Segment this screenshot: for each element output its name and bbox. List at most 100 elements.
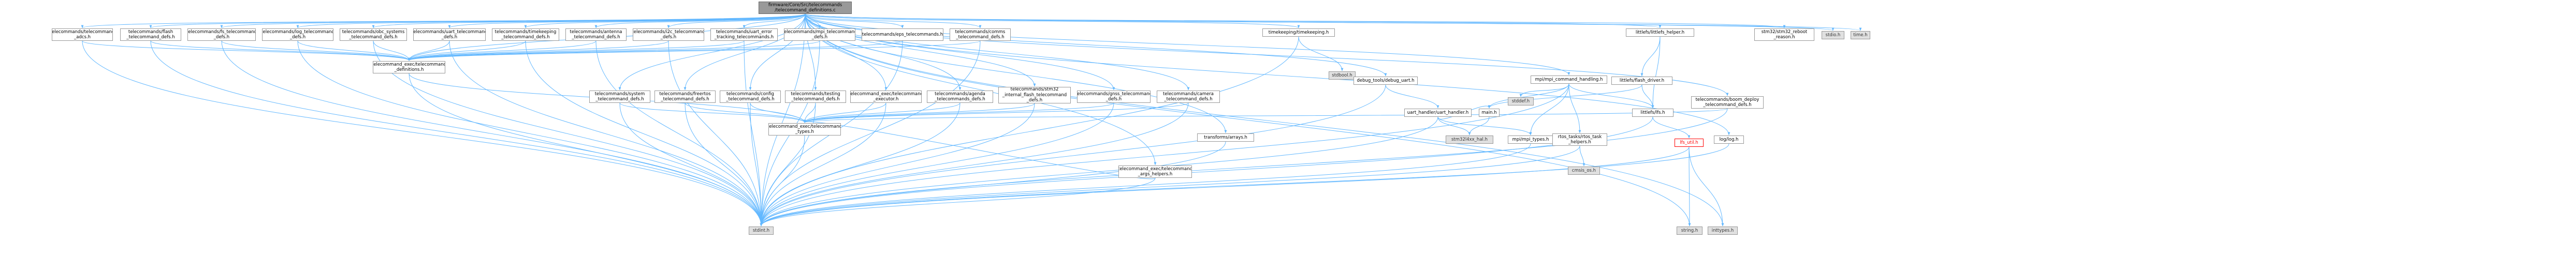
node-stdio-h[interactable]: stdio.h <box>1822 31 1844 39</box>
node-telecommands-mpi-telecommand-defs-h[interactable]: telecommands/mpi_telecommand _defs.h <box>784 28 855 41</box>
edge-uart_handler-to-mpi_types <box>1437 116 1532 135</box>
edge-camera-to-types <box>803 102 1189 123</box>
node-telecommands-stm32-internal-flash-telecommand-defs-h[interactable]: telecommands/stm32 _internal_flash_telec… <box>998 87 1071 103</box>
edge-debug_uart-to-uart_handler <box>1385 84 1439 109</box>
edge-exec_defs-to-stdint <box>409 73 763 227</box>
edge-root-to-timekeeping <box>805 13 1300 28</box>
edge-lfs-to-lfs_util <box>1652 116 1691 139</box>
edge-antenna-to-stdint <box>595 40 763 227</box>
edge-timekeeping-to-stdint <box>760 36 1299 227</box>
node-telecommands-camera-telecommand-defs-h[interactable]: telecommands/camera _telecommand_defs.h <box>1157 91 1220 103</box>
node-telecommands-obc-systems-telecommand-defs-h[interactable]: telecommands/obc_systems _telecommand_de… <box>340 28 407 41</box>
node-main-h[interactable]: main.h <box>1479 109 1500 117</box>
edge-rtos-to-cmsis <box>1579 145 1585 167</box>
node-stddef-h[interactable]: stddef.h <box>1508 97 1534 106</box>
edge-args-to-stdint <box>760 177 1156 227</box>
node-mpi-mpi-command-handling-h[interactable]: mpi/mpi_command_handling.h <box>1531 76 1607 84</box>
edge-uart_handler-to-stdint <box>760 116 1438 227</box>
edge-root-to-uart_tc <box>448 13 806 28</box>
edge-fs-to-exec_defs <box>221 40 411 61</box>
node-telecommands-fs-telecommand-defs-h[interactable]: telecommands/fs_telecommand _defs.h <box>187 28 256 41</box>
node-string-h[interactable]: string.h <box>1677 227 1702 235</box>
edge-root-to-inttypes <box>805 13 1724 227</box>
node-littlefs-lfs-h[interactable]: littlefs/lfs.h <box>1632 109 1673 117</box>
edge-root-to-eps <box>805 13 904 28</box>
edge-gnss-to-types <box>803 102 1114 123</box>
edge-freertos-to-stdint <box>685 102 763 227</box>
node-telecommand-exec-telecommand-executor-h[interactable]: telecommand_exec/telecommand _executor.h <box>850 91 922 103</box>
edge-mpi_tc-to-exec_defs <box>407 40 820 61</box>
node-telecommand-exec-telecommand-args-helpers-h[interactable]: telecommand_exec/telecommand _args_helpe… <box>1118 165 1192 178</box>
node-telecommands-telecommand-adcs-h[interactable]: telecommands/telecommand _adcs.h <box>52 28 113 41</box>
node-telecommands-antenna-telecommand-defs-h[interactable]: telecommands/antenna _telecommand_defs.h <box>565 28 627 41</box>
edge-root-to-camera <box>805 13 1190 91</box>
edge-flash-to-exec_defs <box>150 40 411 61</box>
node-telecommands-comms-telecommand-defs-h[interactable]: telecommands/comms _telecommand_defs.h <box>950 28 1011 41</box>
node-time-h[interactable]: time.h <box>1851 31 1870 39</box>
node-telecommands-config-telecommand-defs-h[interactable]: telecommands/config _telecommand_defs.h <box>720 91 781 103</box>
edge-mpi_types-to-stdint <box>760 143 1531 227</box>
edge-log-to-stdint <box>297 40 763 227</box>
node-lfs-util-h[interactable]: lfs_util.h <box>1675 139 1704 147</box>
node-telecommands-testing-telecommand-defs-h[interactable]: telecommands/testing _telecommand_defs.h <box>785 91 846 103</box>
edge-uart_tc-to-stdint <box>449 40 763 227</box>
node-stdint-h[interactable]: stdint.h <box>749 227 774 235</box>
edge-root-to-timekeep_tc <box>524 13 806 28</box>
node-stm32l4xx-hal-h[interactable]: stm32l4xx_hal.h <box>1446 135 1493 144</box>
edge-i2c-to-stdint <box>668 40 763 227</box>
edge-types-to-stdint <box>760 135 805 227</box>
edge-main-to-stm32hal <box>1468 116 1490 135</box>
node-littlefs-flash-driver-h[interactable]: littlefs/flash_driver.h <box>1611 77 1672 85</box>
node-telecommands-gnss-telecommand-defs-h[interactable]: telecommands/gnss_telecommand _defs.h <box>1077 91 1151 103</box>
node-telecommands-boom-deploy-telecommand-defs-h[interactable]: telecommands/boom_deploy _telecommand_de… <box>1691 96 1764 109</box>
edge-agenda-to-stdint <box>760 102 960 227</box>
edge-boom-to-stdint <box>760 108 1728 227</box>
node-uart-handler-uart-handler-h[interactable]: uart_handler/uart_handler.h <box>1404 109 1472 117</box>
edge-system-to-stdint <box>619 102 763 227</box>
edge-root-to-mpi_cmd <box>805 13 1570 76</box>
node-transforms-arrays-h[interactable]: transforms/arrays.h <box>1197 133 1254 142</box>
edge-root-to-stdint <box>760 13 806 227</box>
edge-root-to-config <box>749 13 806 91</box>
node-telecommands-uart-error-tracking-telecommands-h[interactable]: telecommands/uart_error _tracking_teleco… <box>710 28 778 41</box>
node-littlefs-littlefs-helper-h[interactable]: littlefs/littlefs_helper.h <box>1626 28 1694 37</box>
node-debug-tools-debug-uart-h[interactable]: debug_tools/debug_uart.h <box>1354 77 1418 85</box>
node-timekeeping-timekeeping-h[interactable]: timekeeping/timekeeping.h <box>1262 28 1335 37</box>
edge-antenna-to-exec_defs <box>407 40 596 61</box>
edge-root-to-debug_uart <box>805 13 1387 77</box>
edge-timekeeping-to-stdbool <box>1298 36 1344 71</box>
node-mpi-mpi-types-h[interactable]: mpi/mpi_types.h <box>1508 135 1553 144</box>
node-telecommands-freertos-telecommand-defs-h[interactable]: telecommands/freertos _telecommand_defs.… <box>654 91 716 103</box>
edge-littlefs_helper-to-flash_driver <box>1640 36 1661 77</box>
edge-log_h-to-stdint <box>760 143 1729 227</box>
edge-root-to-obc <box>372 13 806 28</box>
node-telecommands-agenda-telecommands-defs-h[interactable]: telecommands/agenda _telecommands_defs.h <box>927 91 993 103</box>
edge-root-to-comms <box>805 13 982 28</box>
edge-lfs_util-to-inttypes <box>1689 146 1724 227</box>
edge-gnss-to-stdint <box>760 102 1114 227</box>
edge-mpi_cmd-to-stdint <box>760 83 1569 227</box>
edge-mpi_cmd-to-rtos <box>1568 83 1581 133</box>
node-inttypes-h[interactable]: inttypes.h <box>1708 227 1738 235</box>
node-stdbool-h[interactable]: stdbool.h <box>1329 71 1356 80</box>
node-log-log-h[interactable]: log/log.h <box>1714 135 1744 144</box>
edge-adcs-to-exec_defs <box>82 40 411 61</box>
node-telecommands-system-telecommand-defs-h[interactable]: telecommands/system _telecommand_defs.h <box>589 91 650 103</box>
node-telecommands-eps-telecommands-h[interactable]: telecommands/eps_telecommands.h <box>862 28 943 41</box>
node-telecommand-exec-telecommand-types-h[interactable]: telecommand_exec/telecommand _types.h <box>768 123 841 135</box>
edge-adcs-to-stdint <box>82 40 763 227</box>
root-node-firmware-core-src-telecommands-telecommand-definitions-c: firmware/Core/Src/telecommands /telecomm… <box>759 2 852 14</box>
edge-uart_err-to-exec_defs <box>407 40 745 61</box>
edge-root-to-gnss <box>805 13 1115 91</box>
node-cmsis-os-h[interactable]: cmsis_os.h <box>1568 167 1600 175</box>
node-telecommands-uart-telecommand-defs-h[interactable]: telecommands/uart_telecommand _defs.h <box>413 28 486 41</box>
edge-root-to-antenna <box>594 13 806 28</box>
edge-lfs_util-to-stdint <box>760 146 1690 227</box>
node-telecommand-exec-telecommand-definitions-h[interactable]: telecommand_exec/telecommand _definition… <box>373 61 445 73</box>
node-telecommands-flash-telecommand-defs-h[interactable]: telecommands/flash _telecommand_defs.h <box>120 28 181 41</box>
node-telecommands-log-telecommand-defs-h[interactable]: telecommands/log_telecommand _defs.h <box>262 28 333 41</box>
node-rtos-tasks-rtos-task-helpers-h[interactable]: rtos_tasks/rtos_task _helpers.h <box>1552 133 1607 146</box>
node-telecommands-timekeeping-telecommand-defs-h[interactable]: telecommands/timekeeping _telecommand_de… <box>492 28 559 41</box>
node-telecommands-i2c-telecommand-defs-h[interactable]: telecommands/i2c_telecommand _defs.h <box>633 28 704 41</box>
node-stm32-stm32-reboot-reason-h[interactable]: stm32/stm32_reboot _reason.h <box>1754 28 1814 41</box>
